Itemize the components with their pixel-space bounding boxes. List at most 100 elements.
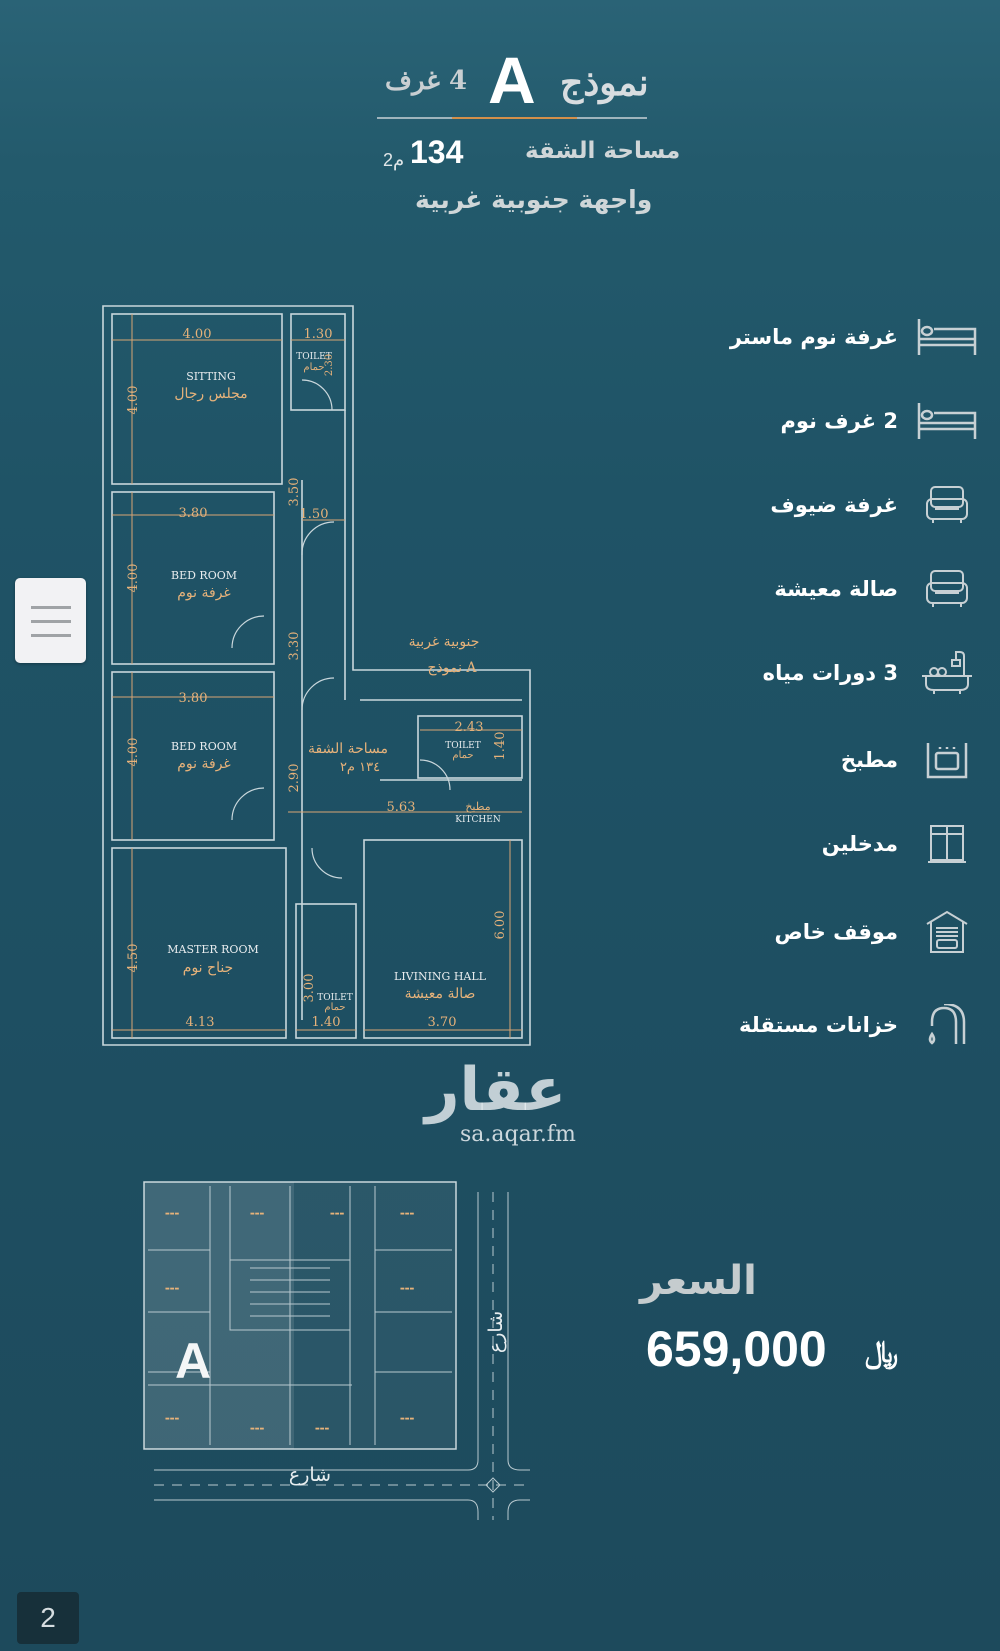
feature-water-tanks: خزانات مستقلة — [739, 1000, 980, 1050]
feature-label: مطبخ — [840, 748, 898, 772]
oven-icon — [914, 737, 980, 783]
menu-button[interactable] — [15, 578, 86, 663]
model-letter: A — [488, 43, 536, 117]
dim: 3.70 — [428, 1015, 457, 1030]
aqar-logo: عقار — [425, 1055, 567, 1125]
area-note: مساحة الشقة — [308, 741, 388, 757]
dim: 2.43 — [455, 720, 484, 735]
svg-text:▬▬▬: ▬▬▬ — [165, 1211, 179, 1217]
feature-label: مدخلين — [821, 832, 898, 856]
header-divider-accent — [452, 117, 577, 119]
model-word: نموذج — [560, 62, 649, 104]
dim: 3.30 — [287, 632, 302, 661]
svg-text:▬▬▬: ▬▬▬ — [315, 1426, 329, 1432]
dim: 1.40 — [493, 732, 508, 761]
window-icon — [914, 821, 980, 867]
dim: 3.00 — [302, 974, 317, 1003]
dimension-labels: 4.00 1.30 4.00 2.30 3.50 1.50 3.80 4.00 … — [126, 327, 508, 1030]
feature-label: 2 غرف نوم — [780, 409, 898, 433]
feature-guest-room: غرفة ضيوف — [770, 480, 980, 530]
dimension-lines — [112, 314, 522, 1038]
feature-bathrooms: 3 دورات مياه — [763, 648, 980, 698]
rooms-count: 4 غرف — [385, 66, 468, 96]
faucet-icon — [914, 1002, 980, 1048]
price-value: 659,000 — [646, 1321, 827, 1377]
page-number-badge: 2 — [17, 1592, 79, 1644]
room-toilet1-ar: حمام — [303, 362, 324, 373]
feature-label: صالة معيشة — [774, 577, 898, 601]
bed-icon — [914, 314, 980, 360]
menu-icon-line — [31, 634, 71, 637]
svg-text:▬▬▬: ▬▬▬ — [400, 1416, 414, 1422]
feature-master-bedroom: غرفة نوم ماستر — [730, 312, 980, 362]
street-label-side: شارع — [485, 1311, 507, 1353]
area-note-value: ١٣٤ م٢ — [340, 760, 380, 775]
area-unit: 2م — [383, 150, 405, 170]
dim: 1.30 — [304, 327, 333, 342]
room-bed1-en: BED ROOM — [171, 569, 237, 582]
dim: 3.80 — [179, 691, 208, 706]
dim: 4.00 — [126, 386, 141, 415]
door-arcs — [231, 379, 451, 879]
model-note: نموذج A — [427, 660, 477, 676]
menu-icon-line — [31, 620, 71, 623]
room-toilet2-ar: حمام — [452, 750, 473, 761]
feature-label: موقف خاص — [774, 920, 898, 944]
room-toilet2-en: TOILET — [445, 741, 481, 751]
street-label-bottom: شارع — [289, 1464, 331, 1486]
room-living-en: LIVINING HALL — [394, 970, 487, 983]
garage-icon — [914, 909, 980, 955]
room-master-en: MASTER ROOM — [167, 943, 258, 956]
dim: 1.50 — [300, 507, 329, 522]
dim: 4.50 — [126, 944, 141, 973]
bed-icon — [914, 398, 980, 444]
dim: 4.00 — [183, 327, 212, 342]
armchair-icon — [914, 566, 980, 612]
svg-text:▬▬▬: ▬▬▬ — [165, 1416, 179, 1422]
dim: 3.80 — [179, 506, 208, 521]
feature-living-hall: صالة معيشة — [774, 564, 980, 614]
armchair-icon — [914, 482, 980, 528]
bathtub-icon — [914, 650, 980, 696]
room-sitting-en: SITTING — [186, 370, 236, 383]
floor-plan-walls — [102, 305, 531, 1046]
room-bed2-en: BED ROOM — [171, 740, 237, 753]
price-label: السعر — [640, 1258, 757, 1304]
room-toilet3-en: TOILET — [317, 993, 353, 1003]
dim: 4.13 — [186, 1015, 215, 1030]
header-divider — [377, 117, 647, 119]
svg-text:▬▬▬: ▬▬▬ — [250, 1211, 264, 1217]
svg-text:▬▬▬: ▬▬▬ — [330, 1211, 344, 1217]
svg-text:▬▬▬: ▬▬▬ — [165, 1286, 179, 1292]
room-kitchen-ar: مطبخ — [465, 800, 490, 813]
room-toilet3-ar: حمام — [324, 1002, 345, 1013]
aqar-url: sa.aqar.fm — [460, 1122, 576, 1147]
site-plan: ▬▬▬▬▬▬▬▬▬▬▬▬ ▬▬▬▬▬▬ ▬▬▬▬▬▬▬▬▬▬▬▬ A شارع … — [143, 1181, 530, 1520]
feature-bedrooms: 2 غرف نوم — [781, 396, 981, 446]
feature-parking: موقف خاص — [774, 907, 980, 957]
area-label: مساحة الشقة — [525, 138, 681, 164]
room-master-ar: جناح نوم — [183, 960, 233, 976]
feature-label: 3 دورات مياه — [762, 661, 898, 685]
room-kitchen-en: KITCHEN — [455, 815, 501, 825]
menu-icon-line — [31, 606, 71, 609]
facade-label: واجهة جنوبية غربية — [415, 185, 653, 214]
svg-text:▬▬▬: ▬▬▬ — [400, 1211, 414, 1217]
orientation-note: جنوبية غربية — [409, 634, 480, 650]
feature-label: غرفة نوم ماستر — [729, 325, 898, 349]
feature-entrances: مدخلين — [822, 819, 980, 869]
feature-label: خزانات مستقلة — [739, 1013, 898, 1037]
dim: 1.40 — [312, 1015, 341, 1030]
room-living-ar: صالة معيشة — [405, 986, 476, 1002]
svg-text:▬▬▬: ▬▬▬ — [250, 1426, 264, 1432]
room-bed1-ar: غرفة نوم — [177, 585, 231, 601]
dim: 3.50 — [287, 478, 302, 507]
site-plan-model-letter: A — [175, 1333, 211, 1389]
dim: 6.00 — [493, 911, 508, 940]
feature-kitchen: مطبخ — [841, 735, 980, 785]
dim: 2.30 — [324, 354, 335, 376]
area-value: 134 — [410, 134, 464, 170]
dim: 4.00 — [126, 738, 141, 767]
dim: 2.90 — [287, 764, 302, 793]
